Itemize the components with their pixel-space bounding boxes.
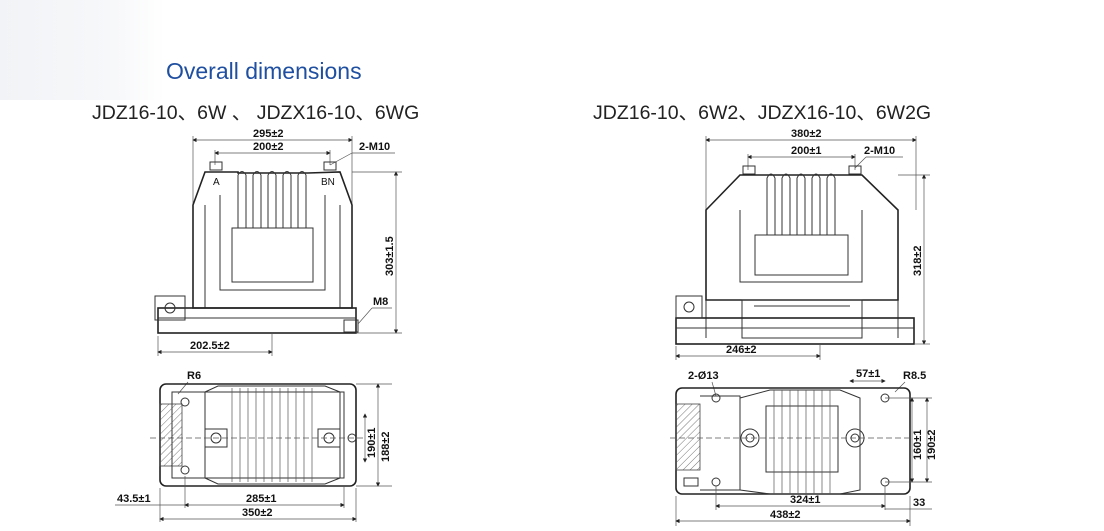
label-r8-5: R8.5: [903, 370, 926, 382]
header-fade: [0, 0, 165, 100]
dim-202-5: 202.5±2: [190, 340, 230, 352]
label-r6: R6: [187, 370, 201, 382]
page-title: Overall dimensions: [166, 58, 362, 84]
terminal-bn: BN: [321, 177, 335, 188]
left-front-view: 295±2 200±2 2-M10 A BN: [154, 128, 402, 356]
dim-190-left: 190±1: [366, 427, 378, 458]
label-2-m10-right: 2-M10: [864, 145, 895, 157]
dim-380: 380±2: [791, 128, 822, 140]
left-model-caption: JDZ16-10、6W 、 JDZX16-10、6WG: [92, 102, 420, 124]
dim-324: 324±1: [790, 494, 821, 506]
left-plan-view: R6 190±1 188±2: [115, 370, 392, 522]
right-model-caption: JDZ16-10、6W2、JDZX16-10、6W2G: [593, 102, 932, 124]
right-plan-view: 2-Ø13 57±1 R8.5 160±1 190±2: [670, 368, 938, 526]
dim-295: 295±2: [253, 128, 284, 140]
dim-246: 246±2: [726, 344, 757, 356]
dim-303: 303±1.5: [384, 236, 396, 276]
dim-200-right: 200±1: [791, 145, 822, 157]
dim-318: 318±2: [912, 245, 924, 276]
label-2-m10-left: 2-M10: [359, 141, 390, 153]
label-2-d13: 2-Ø13: [688, 370, 719, 382]
dim-438: 438±2: [770, 509, 801, 521]
dim-43-5: 43.5±1: [117, 493, 151, 505]
dim-33: 33: [913, 497, 925, 509]
right-front-view: 380±2 200±1 2-M10 318±2: [675, 128, 930, 360]
dim-200: 200±2: [253, 141, 284, 153]
dim-160: 160±1: [912, 429, 924, 460]
dim-350: 350±2: [242, 507, 273, 519]
terminal-a: A: [213, 177, 220, 188]
dim-190-right: 190±2: [926, 429, 938, 460]
dim-57: 57±1: [856, 368, 880, 380]
dim-285: 285±1: [246, 493, 277, 505]
dim-188: 188±2: [380, 431, 392, 462]
label-m8: M8: [373, 296, 388, 308]
